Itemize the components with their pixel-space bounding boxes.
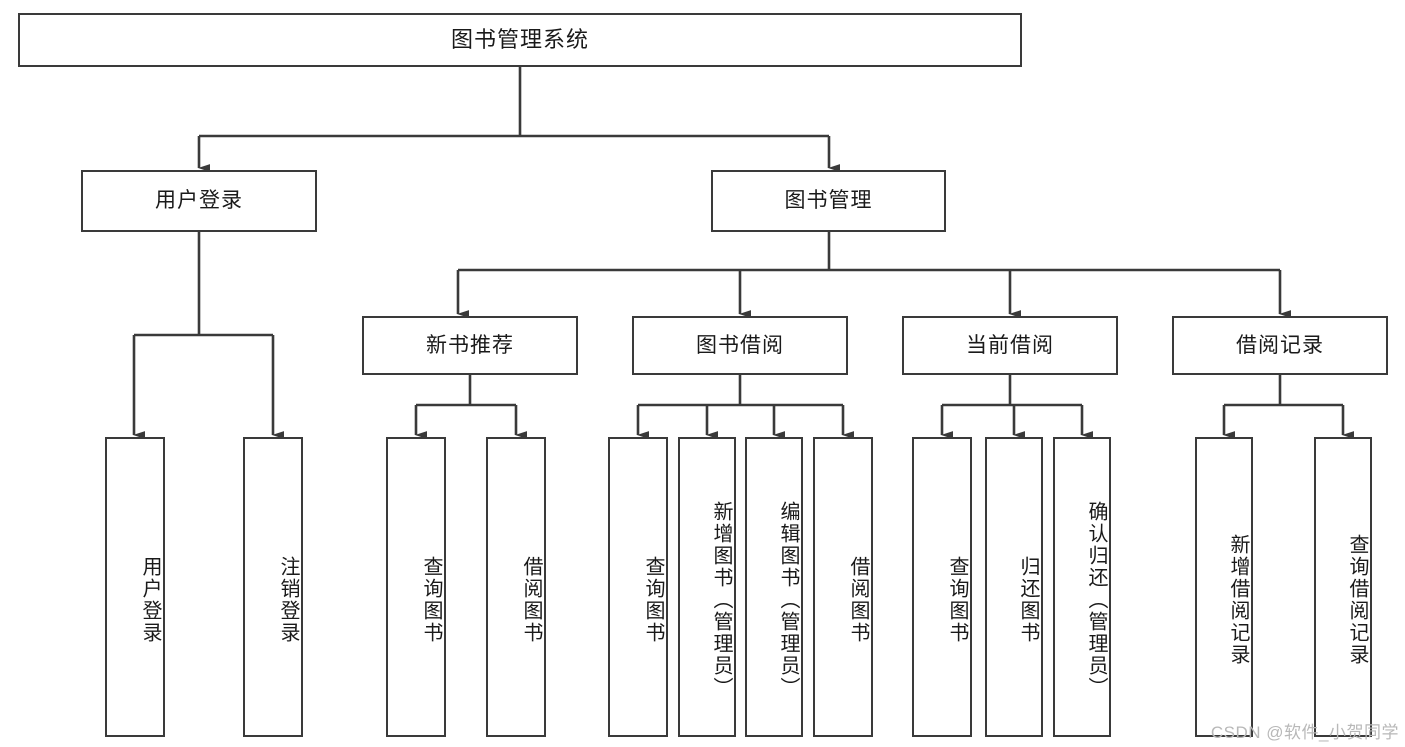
node-leaf-user-login[interactable]: 用户登录 <box>105 437 165 737</box>
node-label: 借阅图书 <box>520 556 542 644</box>
node-book-manage[interactable]: 图书管理 <box>711 170 946 232</box>
node-user-login[interactable]: 用户登录 <box>81 170 317 232</box>
node-label: 用户登录 <box>139 556 161 644</box>
node-label: 确认归还（管理员） <box>1085 501 1107 699</box>
node-label: 查询借阅记录 <box>1346 534 1368 666</box>
node-label: 图书管理 <box>784 189 873 213</box>
node-leaf-confirm-return[interactable]: 确认归还（管理员） <box>1053 437 1111 737</box>
node-root-system[interactable]: 图书管理系统 <box>18 13 1022 67</box>
node-borrow-record[interactable]: 借阅记录 <box>1172 316 1388 375</box>
node-book-borrow[interactable]: 图书借阅 <box>632 316 848 375</box>
node-label: 查询图书 <box>642 556 664 644</box>
node-label: 当前借阅 <box>966 333 1054 357</box>
node-leaf-borrow-book-1[interactable]: 借阅图书 <box>486 437 546 737</box>
node-label: 图书管理系统 <box>450 26 589 52</box>
node-label: 新书推荐 <box>426 333 514 357</box>
csdn-watermark: CSDN @软件_小贺同学 <box>1210 723 1399 742</box>
node-label: 借阅记录 <box>1236 333 1324 357</box>
node-label: 编辑图书（管理员） <box>777 501 799 699</box>
node-label: 归还图书 <box>1017 556 1039 644</box>
node-leaf-return-book[interactable]: 归还图书 <box>985 437 1043 737</box>
node-leaf-edit-book[interactable]: 编辑图书（管理员） <box>745 437 803 737</box>
node-label: 图书借阅 <box>696 333 784 357</box>
node-label: 查询图书 <box>946 556 968 644</box>
node-label: 借阅图书 <box>847 556 869 644</box>
node-leaf-add-book[interactable]: 新增图书（管理员） <box>678 437 736 737</box>
node-label: 注销登录 <box>277 556 299 644</box>
node-label: 新增图书（管理员） <box>710 501 732 699</box>
node-leaf-add-record[interactable]: 新增借阅记录 <box>1195 437 1253 737</box>
node-leaf-query-book-1[interactable]: 查询图书 <box>386 437 446 737</box>
node-label: 新增借阅记录 <box>1227 534 1249 666</box>
node-label: 查询图书 <box>420 556 442 644</box>
node-current-borrow[interactable]: 当前借阅 <box>902 316 1118 375</box>
node-leaf-logout[interactable]: 注销登录 <box>243 437 303 737</box>
node-label: 用户登录 <box>155 189 243 213</box>
node-leaf-query-book-3[interactable]: 查询图书 <box>912 437 972 737</box>
node-leaf-borrow-book-2[interactable]: 借阅图书 <box>813 437 873 737</box>
node-new-book-recommend[interactable]: 新书推荐 <box>362 316 578 375</box>
node-leaf-query-record[interactable]: 查询借阅记录 <box>1314 437 1372 737</box>
node-leaf-query-book-2[interactable]: 查询图书 <box>608 437 668 737</box>
